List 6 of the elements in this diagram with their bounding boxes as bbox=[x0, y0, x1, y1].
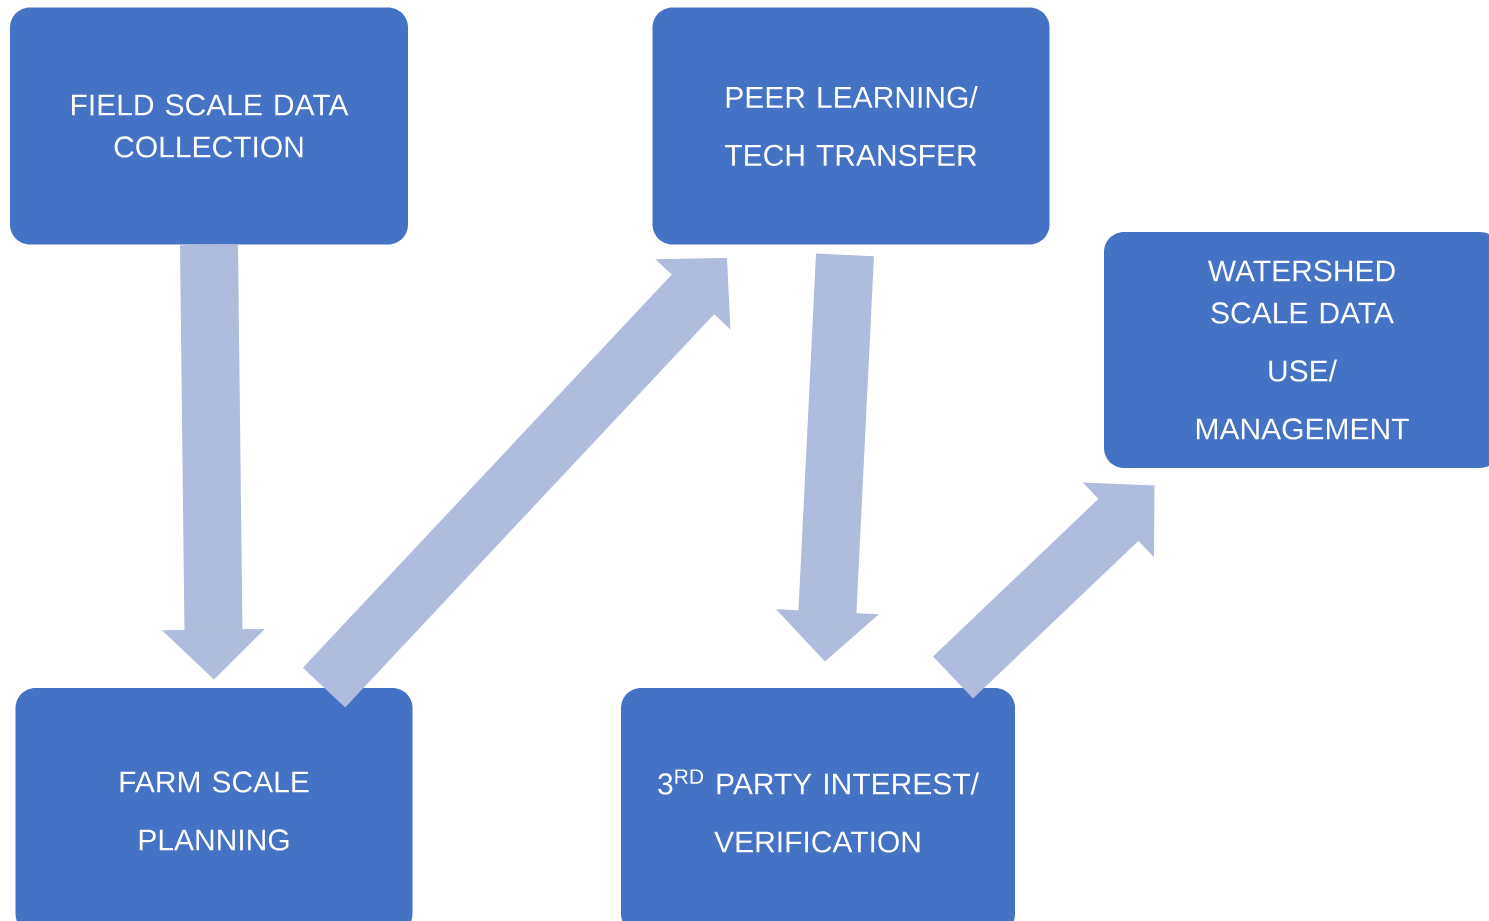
process-box: 3$^{RD}$ PARTY INTEREST/ VERIFICATION bbox=[621, 688, 1015, 921]
process-box: PEER LEARNING/ TECH TRANSFER bbox=[652, 7, 1050, 245]
block-arrow bbox=[933, 482, 1155, 699]
process-box: FIELD SCALE DATA COLLECTION bbox=[10, 7, 408, 245]
process-box: FARM SCALE PLANNING bbox=[15, 688, 413, 921]
process-box: WATERSHED SCALE DATA USE/ MANAGEMENT bbox=[1104, 232, 1489, 468]
